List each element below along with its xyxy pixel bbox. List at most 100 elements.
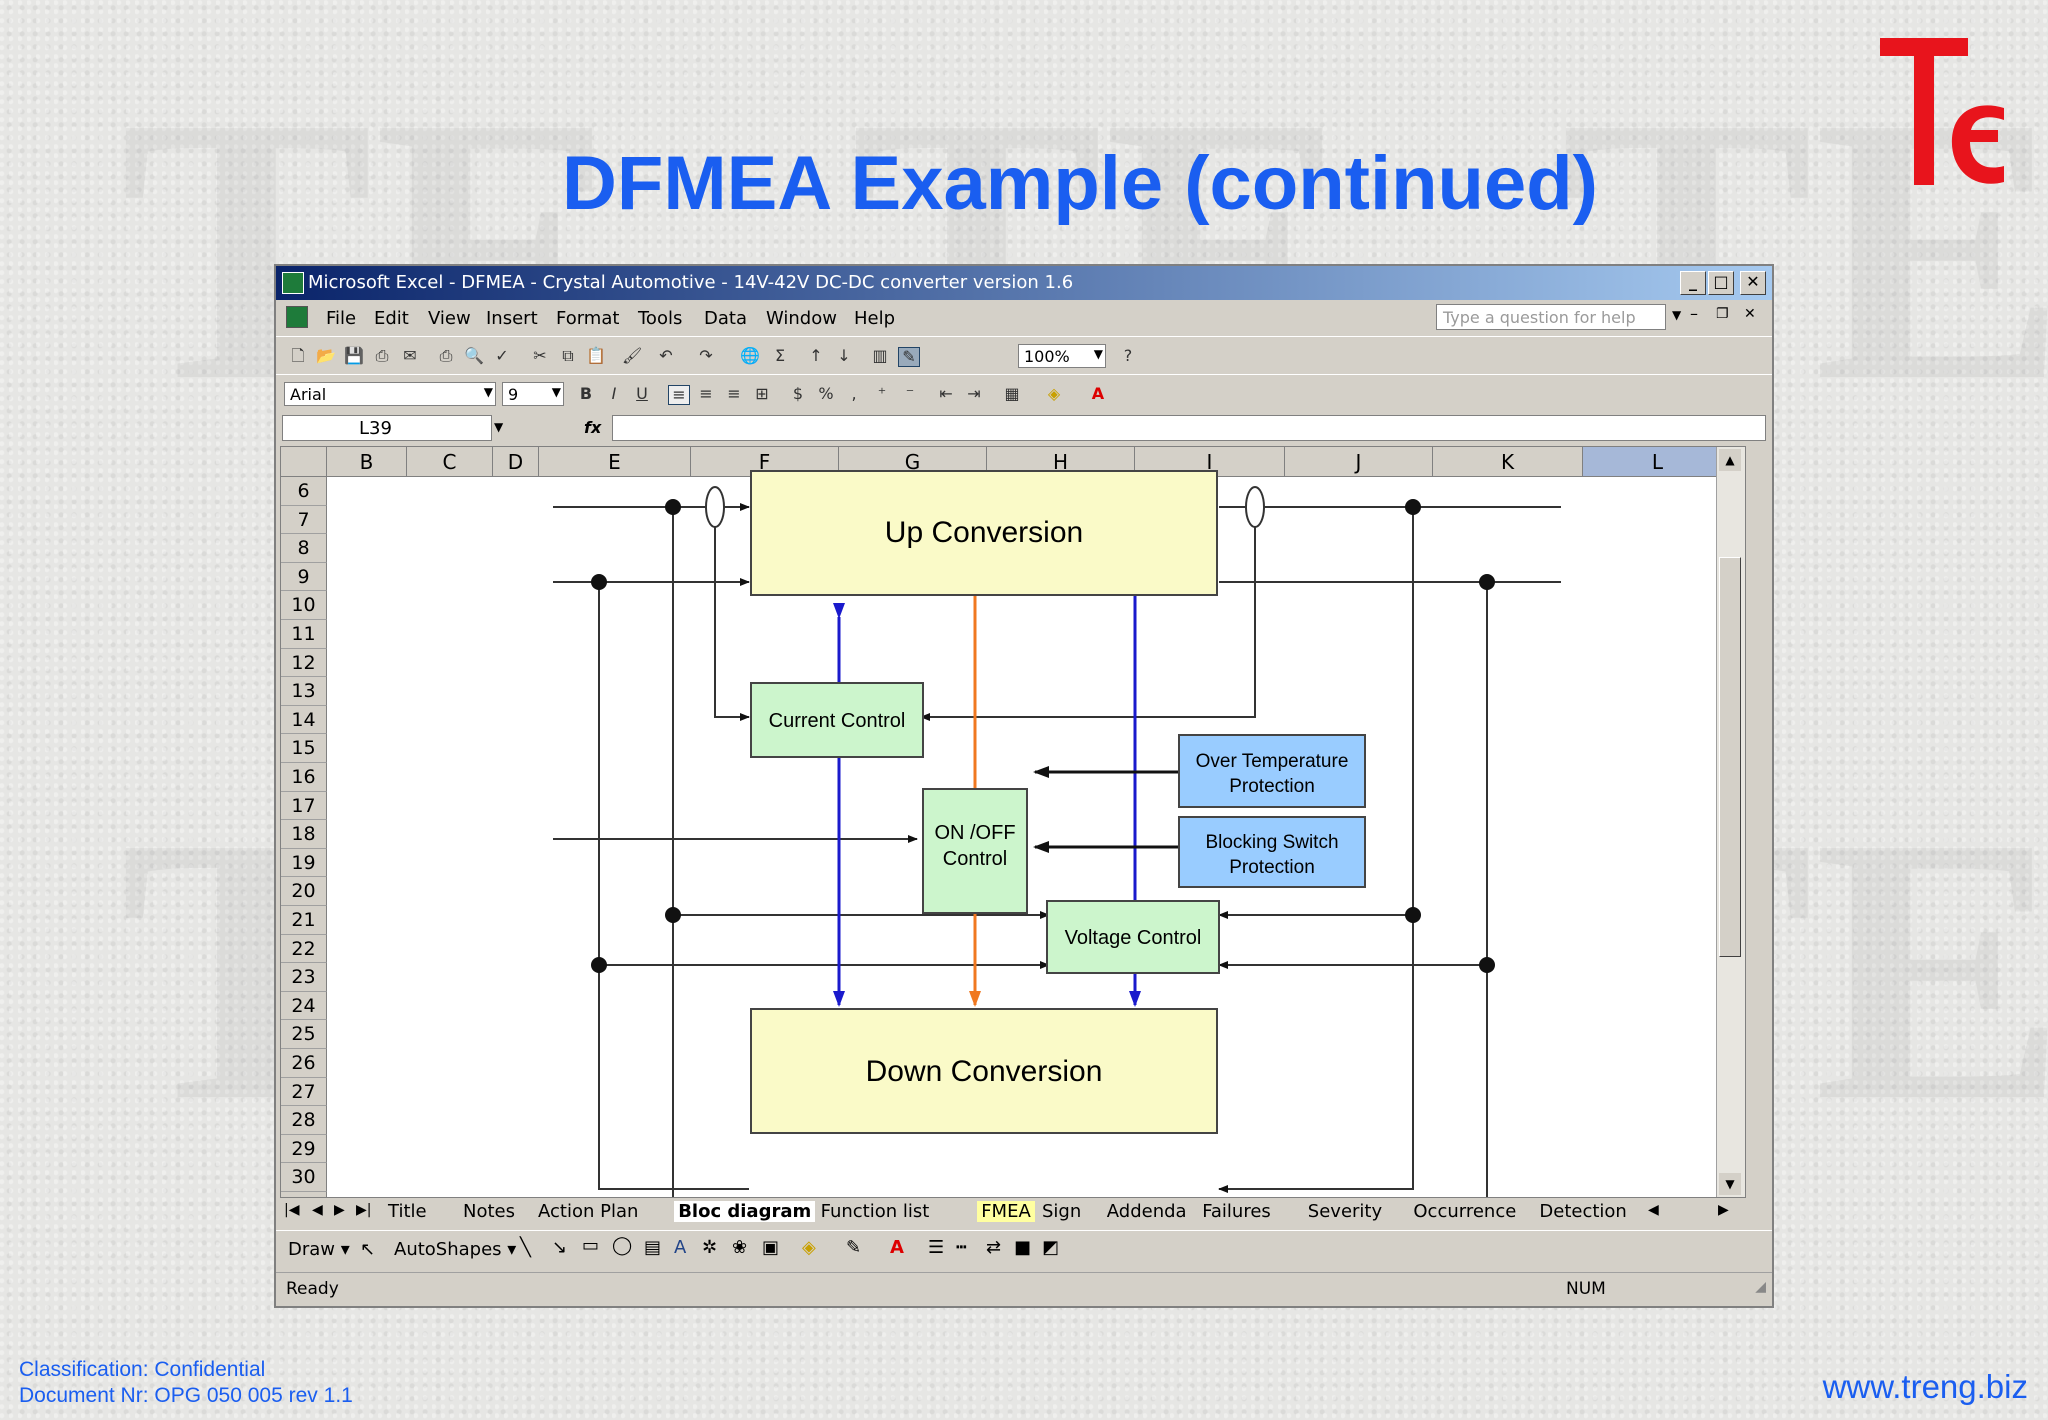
onoff-control-block[interactable]: ON /OFF Control	[922, 788, 1028, 914]
menu-file[interactable]: File	[326, 308, 357, 329]
align-left-icon[interactable]: ≡	[668, 385, 690, 405]
column-header[interactable]: D	[493, 447, 539, 477]
scroll-up-icon[interactable]: ▲	[1719, 449, 1741, 471]
draw-menu[interactable]: Draw ▾	[288, 1239, 350, 1260]
currency-icon[interactable]: $	[792, 384, 804, 403]
column-header[interactable]: B	[327, 447, 407, 477]
hscroll-right-icon[interactable]: ▶	[1718, 1202, 1729, 1218]
menu-view[interactable]: View	[428, 308, 471, 329]
sheet-tab[interactable]: Notes	[463, 1201, 515, 1222]
row-header[interactable]: 22	[281, 934, 327, 964]
permission-icon[interactable]: ⎙	[375, 346, 389, 365]
help-dropdown-icon[interactable]: ▼	[1672, 308, 1682, 322]
sheet-tab[interactable]: FMEA	[977, 1201, 1035, 1222]
fill-color-draw-icon[interactable]: ◈	[802, 1237, 816, 1258]
select-objects-icon[interactable]: ↖	[360, 1239, 376, 1260]
print-preview-icon[interactable]: 🔍	[464, 346, 484, 365]
doc-minimize-button[interactable]: –	[1690, 304, 1698, 323]
column-header[interactable]: E	[539, 447, 691, 477]
picture-icon[interactable]: ▣	[762, 1237, 780, 1258]
print-icon[interactable]: ⎙	[439, 346, 453, 365]
sort-ascending-icon[interactable]: ↑	[809, 346, 823, 365]
sheet-tab[interactable]: Detection	[1539, 1201, 1627, 1222]
name-box-dropdown-icon[interactable]: ▼	[494, 420, 504, 434]
fill-color-icon[interactable]: ◈	[1047, 384, 1061, 403]
diagram-icon[interactable]: ✲	[702, 1237, 718, 1258]
row-header[interactable]: 27	[281, 1077, 327, 1107]
row-header[interactable]: 19	[281, 848, 327, 878]
sheet-tab[interactable]: Bloc diagram	[674, 1201, 816, 1222]
row-header[interactable]: 17	[281, 791, 327, 821]
autosum-icon[interactable]: Σ	[774, 346, 786, 365]
down-conversion-block[interactable]: Down Conversion	[750, 1008, 1218, 1134]
sheet-tab[interactable]: Addenda	[1106, 1201, 1187, 1222]
align-right-icon[interactable]: ≡	[727, 384, 741, 403]
row-header[interactable]: 16	[281, 763, 327, 792]
current-control-block[interactable]: Current Control	[750, 682, 924, 758]
vertical-scrollbar[interactable]: ▲ ▼	[1716, 447, 1745, 1197]
column-header[interactable]: K	[1433, 447, 1583, 477]
menu-edit[interactable]: Edit	[374, 308, 409, 329]
doc-restore-button[interactable]: ❐	[1716, 306, 1729, 322]
paste-icon[interactable]: 📋	[586, 346, 606, 365]
up-conversion-block[interactable]: Up Conversion	[750, 470, 1218, 596]
resize-grip-icon[interactable]: ◢	[1755, 1279, 1766, 1295]
row-header[interactable]: 9	[281, 562, 327, 592]
percent-icon[interactable]: %	[818, 384, 834, 403]
rectangle-icon[interactable]: ▭	[582, 1235, 600, 1256]
column-header[interactable]: L	[1583, 447, 1733, 477]
row-header[interactable]: 14	[281, 705, 327, 735]
line-icon[interactable]: ╲	[520, 1237, 531, 1258]
scroll-down-icon[interactable]: ▼	[1719, 1173, 1741, 1195]
cut-icon[interactable]: ✂	[533, 346, 547, 365]
sheet-tab[interactable]: Failures	[1202, 1201, 1271, 1222]
undo-icon[interactable]: ↶	[659, 346, 673, 365]
voltage-control-block[interactable]: Voltage Control	[1046, 900, 1220, 974]
row-header[interactable]: 10	[281, 591, 327, 620]
line-style-icon[interactable]: ☰	[928, 1237, 945, 1258]
prev-sheet-icon[interactable]: ◀	[312, 1202, 323, 1218]
maximize-button[interactable]: □	[1708, 271, 1734, 295]
italic-icon[interactable]: I	[611, 384, 617, 403]
decrease-decimal-icon[interactable]: ⁻	[905, 384, 915, 403]
sheet-tab[interactable]: Severity	[1307, 1201, 1383, 1222]
menu-insert[interactable]: Insert	[486, 308, 538, 329]
font-size-select[interactable]: 9▼	[502, 382, 564, 406]
new-icon[interactable]: 🗋	[291, 346, 305, 365]
last-sheet-icon[interactable]: ▶|	[356, 1202, 372, 1218]
row-header[interactable]: 20	[281, 877, 327, 906]
font-color-icon[interactable]: A	[1091, 384, 1105, 403]
row-header[interactable]: 29	[281, 1134, 327, 1164]
sheet-tab[interactable]: Title	[388, 1201, 427, 1222]
fx-icon[interactable]: fx	[584, 418, 602, 437]
blocking-switch-block[interactable]: Blocking Switch Protection	[1178, 816, 1366, 888]
shadow-icon[interactable]: ■	[1014, 1237, 1032, 1258]
increase-decimal-icon[interactable]: ⁺	[877, 384, 887, 403]
hscroll-left-icon[interactable]: ◀	[1648, 1202, 1659, 1218]
menu-data[interactable]: Data	[704, 308, 747, 329]
help-search-input[interactable]: Type a question for help	[1436, 304, 1666, 330]
arrow-icon[interactable]: ↘	[552, 1237, 568, 1258]
comma-icon[interactable]: ,	[851, 384, 857, 403]
scroll-thumb[interactable]	[1719, 557, 1741, 957]
decrease-indent-icon[interactable]: ⇤	[939, 384, 953, 403]
menu-format[interactable]: Format	[556, 308, 620, 329]
row-header[interactable]: 8	[281, 534, 327, 563]
workbook-icon[interactable]	[286, 306, 308, 328]
menu-tools[interactable]: Tools	[638, 308, 683, 329]
email-icon[interactable]: ✉	[403, 346, 417, 365]
arrow-style-icon[interactable]: ⇄	[986, 1237, 1002, 1258]
row-header[interactable]: 18	[281, 820, 327, 849]
autoshapes-menu[interactable]: AutoShapes ▾	[394, 1239, 517, 1260]
font-name-select[interactable]: Arial▼	[284, 382, 496, 406]
wordart-icon[interactable]: A	[674, 1237, 687, 1258]
sheet-tab[interactable]: Action Plan	[538, 1201, 639, 1222]
increase-indent-icon[interactable]: ⇥	[967, 384, 981, 403]
help-icon[interactable]: ?	[1123, 346, 1133, 365]
bold-icon[interactable]: B	[579, 384, 593, 403]
line-color-icon[interactable]: ✎	[846, 1237, 862, 1258]
menu-help[interactable]: Help	[854, 308, 896, 329]
3d-icon[interactable]: ◩	[1042, 1237, 1060, 1258]
redo-icon[interactable]: ↷	[699, 346, 713, 365]
